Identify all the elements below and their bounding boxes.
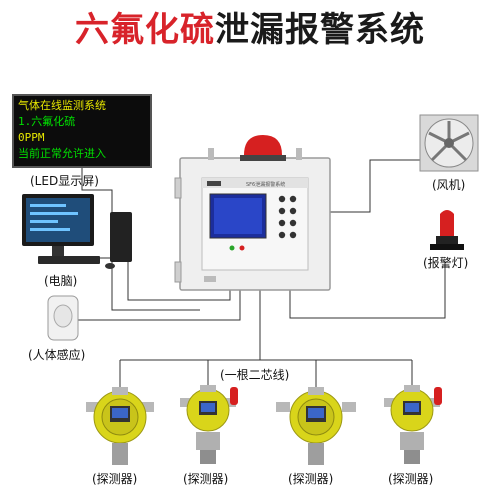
wire-alarm	[289, 262, 446, 319]
wire-sensor	[78, 290, 241, 321]
title-gas-name: 六氟化硫	[75, 10, 215, 50]
controller-unit: SF6泄漏报警系统	[174, 135, 331, 291]
computer-label: (电脑)	[44, 274, 78, 288]
page-title: 六氟化硫泄漏报警系统	[0, 8, 500, 52]
fan-icon	[419, 114, 479, 172]
led-line-4: 当前正常允许进入	[18, 147, 106, 160]
computer-icon	[22, 194, 132, 269]
detector-2-label: (探测器)	[183, 472, 229, 486]
detector-2	[180, 385, 238, 464]
alarm-light-icon	[430, 210, 464, 250]
led-display-label: (LED显示屏)	[30, 174, 99, 188]
detector-1-label: (探测器)	[92, 472, 138, 486]
detector-4	[384, 385, 442, 464]
detector-3	[276, 387, 356, 465]
alarm-light-label: (报警灯)	[423, 256, 469, 270]
led-display: 气体在线监测系统 1.六氟化硫 0PPM 当前正常允许进入	[12, 94, 152, 168]
body-sensor-label: (人体感应)	[28, 348, 86, 362]
controller-keypad	[278, 195, 297, 239]
led-line-2: 1.六氟化硫	[18, 115, 76, 128]
detector-1	[86, 387, 154, 465]
led-line-1: 气体在线监测系统	[18, 99, 106, 112]
connection-lines	[78, 159, 446, 392]
cable-label: (一根二芯线)	[220, 368, 290, 382]
wire-led	[81, 168, 200, 311]
controller-panel-title: SF6泄漏报警系统	[246, 181, 285, 188]
detector-4-label: (探测器)	[388, 472, 434, 486]
brand-logo	[207, 181, 221, 186]
speaker-grille	[204, 276, 216, 282]
title-system-name: 泄漏报警系统	[215, 10, 425, 50]
wire-fan	[330, 159, 420, 213]
detector-3-label: (探测器)	[288, 472, 334, 486]
fan-label: (风机)	[432, 178, 466, 192]
body-sensor-icon	[47, 295, 79, 341]
led-line-3: 0PPM	[18, 131, 45, 144]
alarm-beacon-icon	[244, 135, 282, 155]
